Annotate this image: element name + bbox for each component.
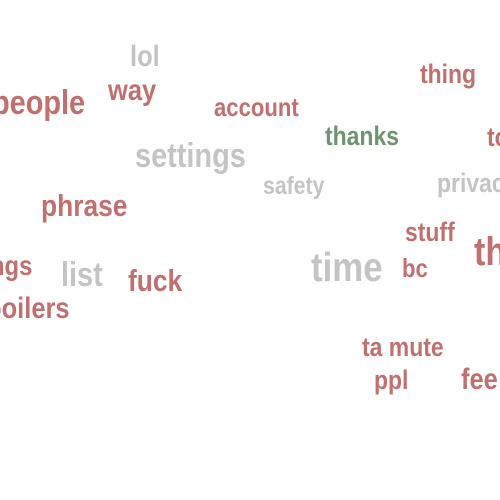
word-fee: fee	[461, 363, 498, 396]
word-ta-mute: ta mute	[362, 332, 444, 362]
word-thanks: thanks	[325, 121, 399, 151]
word-stuff: stuff	[405, 217, 455, 247]
word-th: th	[474, 230, 500, 274]
word-to: to	[487, 122, 500, 152]
word-bc: bc	[402, 253, 428, 283]
word-safety: safety	[263, 172, 325, 200]
word-phrase: phrase	[41, 188, 128, 223]
word-people: people	[0, 84, 86, 122]
word-ngs: ngs	[0, 250, 33, 281]
word-lol: lol	[130, 40, 160, 73]
word-list: list	[61, 256, 103, 294]
word-way: way	[108, 74, 157, 107]
word-account: account	[214, 92, 299, 122]
word-poilers: poilers	[0, 292, 70, 325]
word-thing: thing	[420, 59, 477, 89]
word-ppl: ppl	[374, 365, 409, 395]
word-fuck: fuck	[128, 263, 183, 298]
word-time: time	[311, 244, 383, 290]
word-settings: settings	[135, 137, 246, 175]
word-privacy: privacy	[437, 168, 500, 198]
